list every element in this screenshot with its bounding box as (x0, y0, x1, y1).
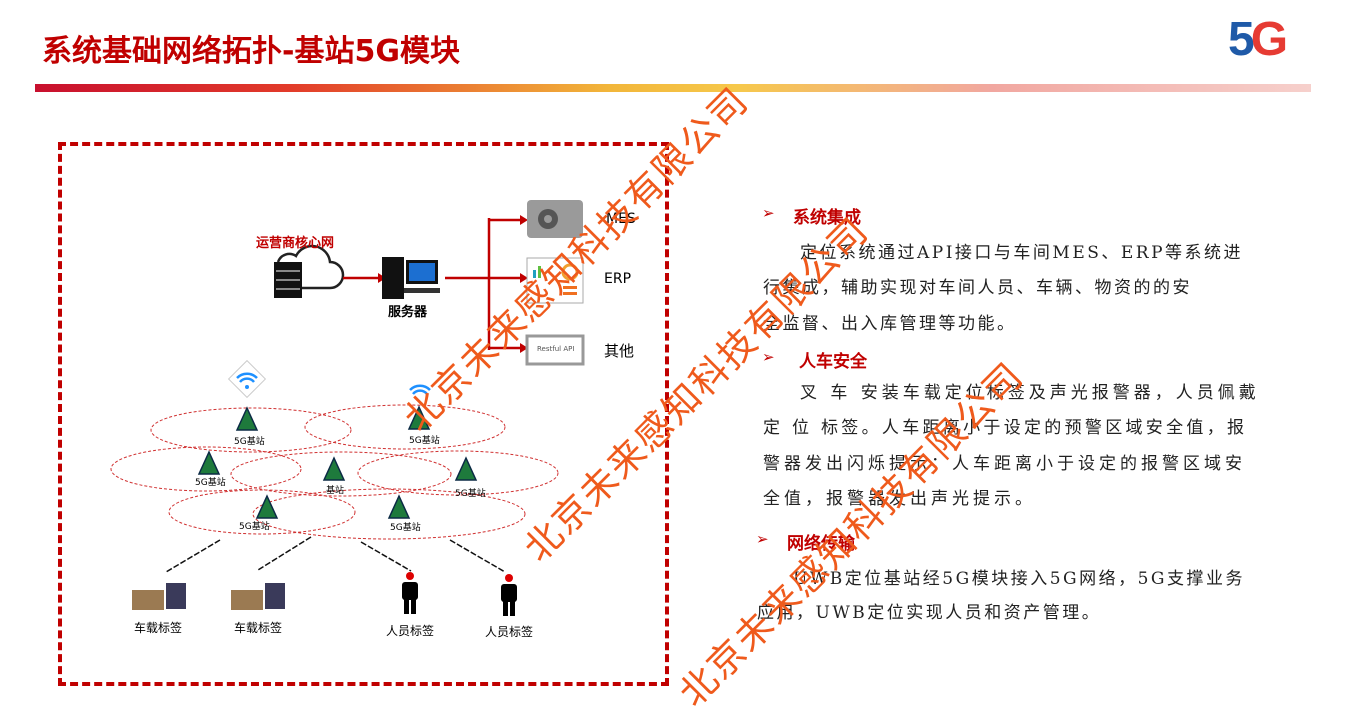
device-label: 人员标签 (386, 624, 435, 638)
section-text: 应用，UWB定位实现人员和资产管理。 (757, 603, 1102, 623)
station-triangles (197, 405, 478, 519)
bullet-arrow-icon: ➢ (762, 204, 775, 222)
station-label: 5G基站 (455, 489, 486, 499)
slide-title: 系统基础网络拓扑-基站5G模块 (42, 34, 460, 69)
core-network-label: 运营商核心网 (256, 236, 335, 251)
mes-gear-icon (527, 200, 583, 238)
system-label-erp: ERP (604, 271, 632, 287)
person-icon (402, 572, 418, 614)
erp-dashboard-icon (526, 257, 584, 304)
forklift-icon (132, 583, 186, 610)
station-label: 5G基站 (234, 437, 265, 447)
forklift-icon (231, 583, 285, 610)
section-text: 定 位 标签。人车距离小于设定的预警区域安全值，报 (763, 418, 1248, 438)
station-label: 5G基站 (390, 523, 421, 533)
decorative-stripe (35, 84, 1311, 92)
connection-lines (165, 536, 506, 573)
device-label: 车载标签 (234, 621, 283, 635)
logo-five: 5 (1228, 13, 1255, 66)
device-label: 人员标签 (485, 625, 534, 639)
station-label: 5G基站 (239, 522, 270, 532)
section-text: UWB定位基站经5G模块接入5G网络，5G支撑业务 (793, 569, 1245, 589)
section-text: 叉 车 安装车载定位标签及声光报警器，人员佩戴 (800, 383, 1260, 403)
system-label-other: 其他 (604, 342, 635, 360)
core-network-icon (274, 244, 345, 298)
section-heading: 系统集成 (793, 208, 861, 228)
bullet-arrow-icon: ➢ (762, 348, 775, 366)
coverage-ellipses (110, 404, 559, 540)
section-text: 行集成，辅助实现对车间人员、车辆、物资的的安 (763, 278, 1192, 298)
restful-api-label: Restful API (537, 345, 575, 353)
section-text: 全监督、出入库管理等功能。 (763, 314, 1017, 334)
server-computer-icon (382, 257, 440, 299)
section-text: 全值，报警器发出声光提示。 (763, 489, 1036, 509)
device-label: 车载标签 (134, 621, 183, 635)
diagram-frame (58, 142, 669, 686)
wifi-icon (227, 359, 267, 399)
station-label: 5G基站 (195, 478, 226, 488)
section-heading: 网络传输 (787, 534, 855, 554)
bullet-arrow-icon: ➢ (756, 530, 769, 548)
system-label-mes: MES (606, 211, 636, 227)
section-heading: 人车安全 (799, 352, 867, 372)
server-label: 服务器 (388, 305, 428, 320)
restful-api-box (525, 334, 585, 366)
logo-g: G (1250, 13, 1288, 66)
wifi-icon (409, 384, 431, 395)
person-icon (501, 574, 517, 616)
station-label: 基站 (326, 486, 345, 496)
5g-logo: 5G (1228, 12, 1288, 67)
section-text: 定位系统通过API接口与车间MES、ERP等系统进 (800, 243, 1244, 263)
station-label: 5G基站 (409, 436, 440, 446)
section-text: 警器发出闪烁提示；人车距离小于设定的报警区域安 (763, 454, 1246, 474)
